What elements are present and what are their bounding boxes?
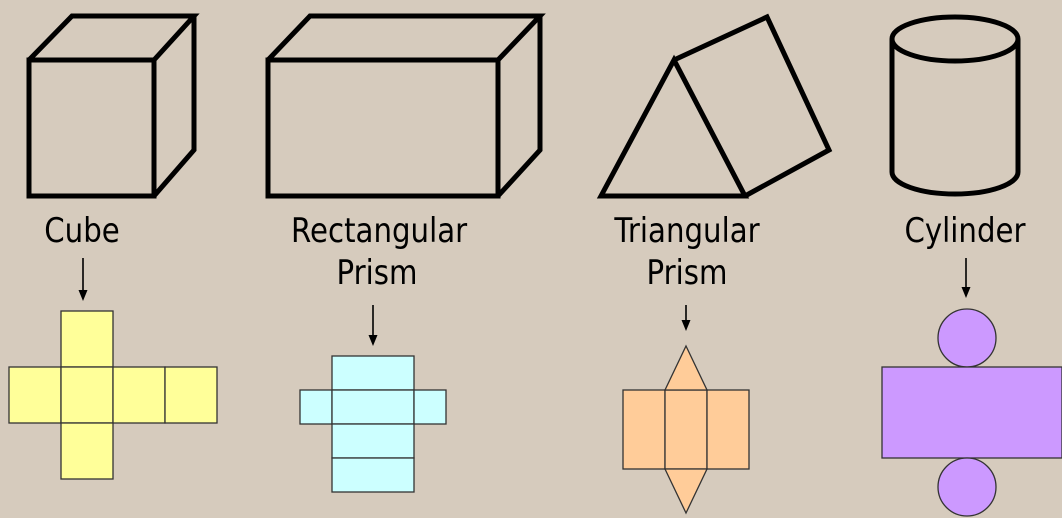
rectangular-prism-label: Rectangular Prism: [291, 211, 468, 293]
triangular-prism-arrow: [681, 305, 691, 331]
cube-label: Cube: [44, 211, 120, 251]
rectangular-prism-arrow: [368, 305, 378, 346]
triangular-prism-label: Triangular Prism: [614, 211, 760, 293]
cube-arrow: [78, 258, 88, 301]
cylinder-arrow: [961, 258, 971, 298]
cylinder-label: Cylinder: [904, 211, 1026, 251]
